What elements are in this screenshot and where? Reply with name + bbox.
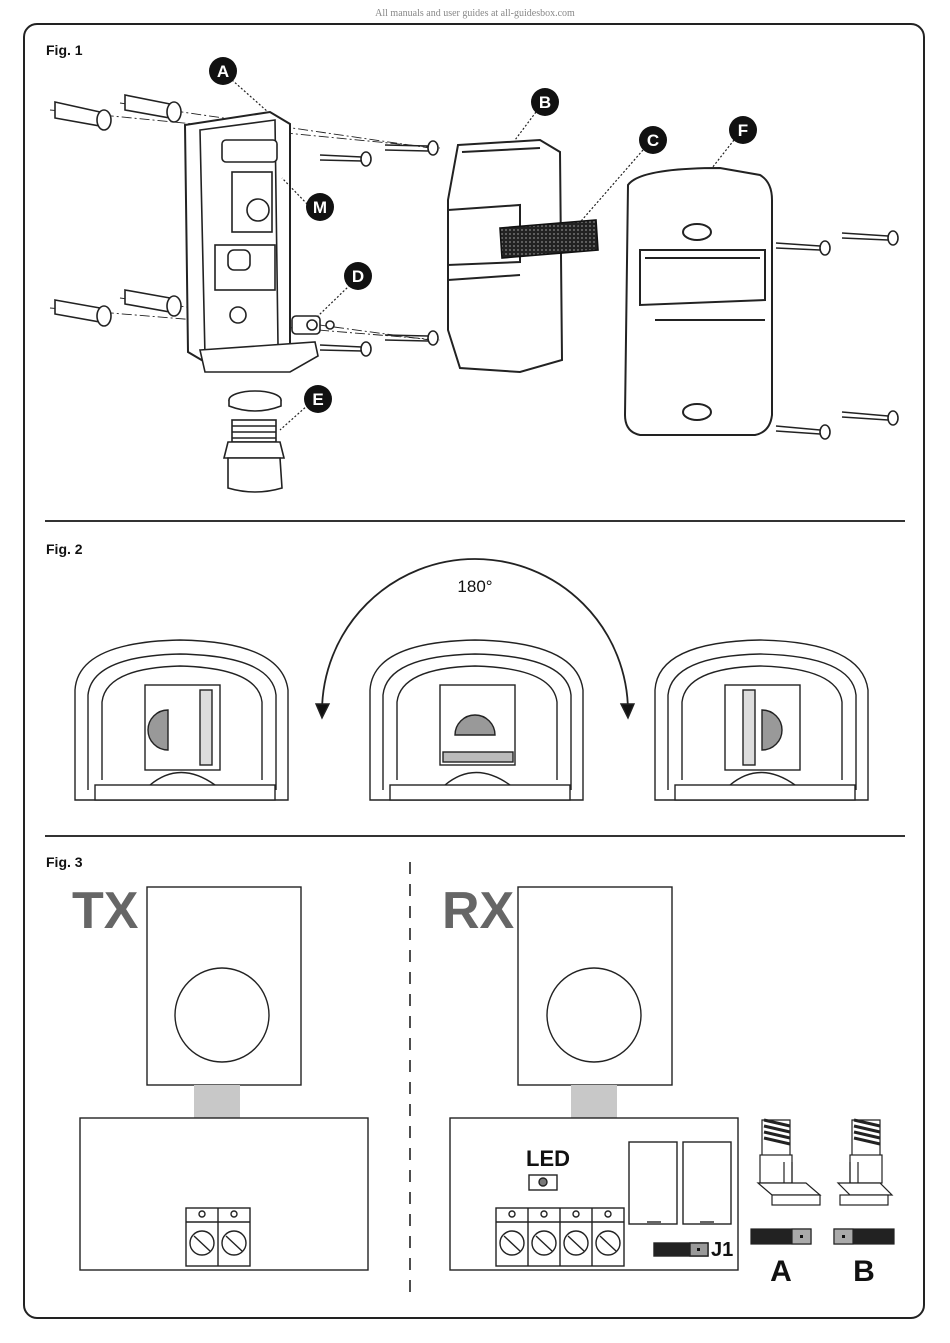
callout-a: A [209, 57, 237, 85]
screw-bottom [319, 330, 439, 357]
screw-top [319, 140, 439, 167]
rx-lens [546, 967, 642, 1063]
callout-b: B [531, 88, 559, 116]
fig3-title: Fig. 3 [46, 854, 83, 870]
tx-cable [194, 1085, 240, 1118]
base-body [183, 110, 319, 373]
tx-label: TX [72, 882, 139, 940]
rx-module [449, 886, 739, 1271]
tx-lens [174, 967, 270, 1063]
jumper-option-b-illustration [833, 1118, 895, 1245]
connector-d [291, 315, 335, 335]
arrow-left-head [314, 703, 331, 720]
callout-m: M [306, 193, 334, 221]
rx-label: RX [442, 882, 515, 940]
lens-housing-center [369, 639, 584, 801]
divider-fig1-fig2 [45, 520, 905, 522]
divider-fig2-fig3 [45, 835, 905, 837]
rotation-arc [321, 558, 629, 713]
fig1-exploded-view [49, 79, 899, 493]
rx-jumper-j1 [653, 1242, 709, 1257]
svg-text:M: M [313, 198, 327, 217]
callout-f: F [729, 116, 757, 144]
callout-leaders [231, 79, 735, 431]
svg-text:B: B [539, 93, 551, 112]
lens-housing-right [654, 639, 869, 801]
option-a-label: A [770, 1255, 792, 1288]
j1-label: J1 [711, 1239, 733, 1261]
fig1-title: Fig. 1 [46, 42, 83, 58]
arrow-right-head [619, 703, 636, 720]
svg-text:E: E [312, 390, 323, 409]
option-b-label: B [853, 1255, 875, 1288]
svg-text:A: A [217, 62, 229, 81]
callout-d: D [344, 262, 372, 290]
jumper-option-a-illustration [750, 1118, 822, 1245]
outer-cover [623, 166, 773, 436]
rx-relay-2 [682, 1141, 732, 1225]
watermark-text: All manuals and user guides at all-guide… [375, 8, 575, 19]
cover-screws [775, 230, 899, 440]
svg-text:F: F [738, 121, 748, 140]
rx-cable [571, 1085, 617, 1118]
cable-gland [222, 390, 286, 493]
rx-relay-1 [628, 1141, 678, 1225]
page-frame [23, 23, 925, 1319]
wall-anchor-top [54, 94, 182, 131]
assembly-axis-lines [49, 102, 441, 341]
tx-module [79, 886, 369, 1271]
tx-terminal-block [185, 1207, 251, 1267]
fig2-title: Fig. 2 [46, 541, 83, 557]
wall-anchor-bottom [54, 289, 182, 327]
callout-c: C [639, 126, 667, 154]
reflector-strip [499, 219, 599, 259]
rx-led [528, 1174, 558, 1191]
fig2-rotation-diagram [74, 558, 869, 801]
svg-text:D: D [352, 267, 364, 286]
svg-text:C: C [647, 131, 659, 150]
callout-e: E [304, 385, 332, 413]
rotation-label: 180° [457, 577, 492, 596]
rx-terminal-block [495, 1207, 625, 1267]
led-label: LED [526, 1146, 570, 1171]
lens-housing-left [74, 639, 289, 801]
